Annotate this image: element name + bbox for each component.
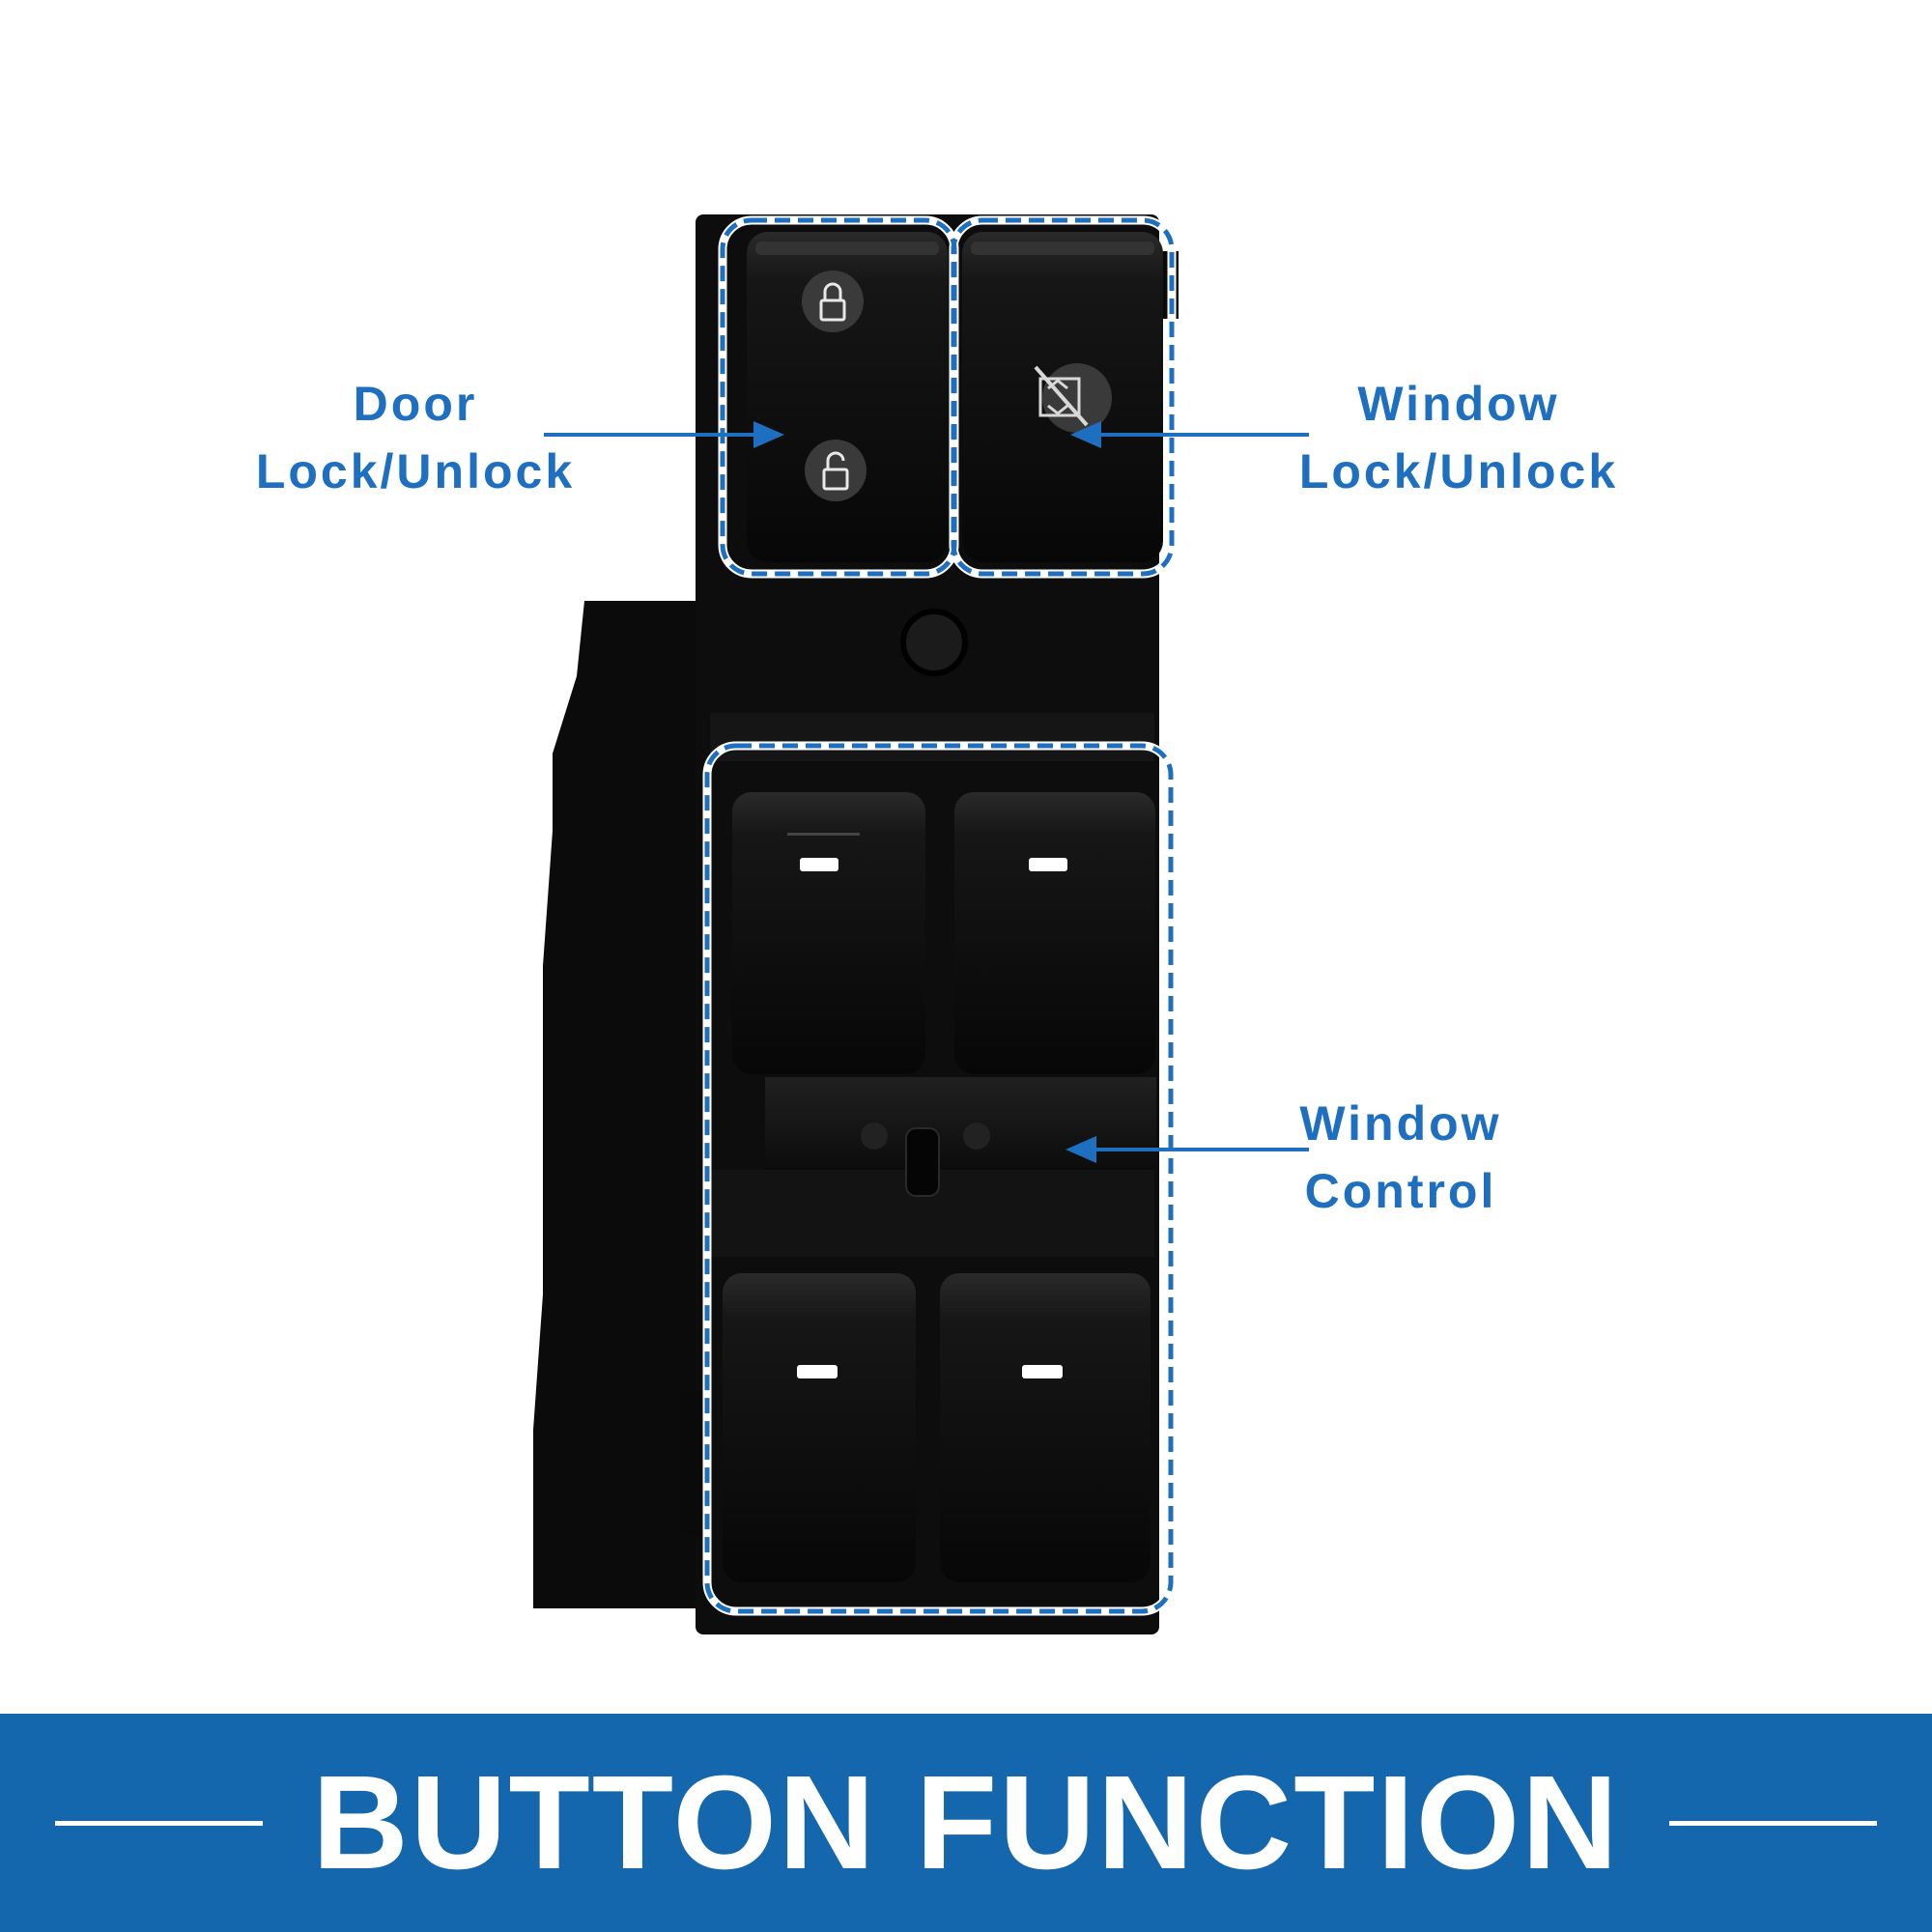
arrow-door-lock	[544, 421, 784, 448]
indicator-light	[797, 1365, 838, 1378]
window-switch-rear-right[interactable]	[940, 1273, 1151, 1582]
door-lock-button[interactable]	[747, 232, 948, 562]
round-indicator	[900, 609, 968, 676]
padlock-open-icon	[805, 440, 867, 501]
banner-title: BUTTON FUNCTION	[312, 1748, 1620, 1897]
switch-side-housing	[533, 601, 710, 1608]
label-line: Control	[1304, 1164, 1497, 1218]
label-door-lock: Door Lock/Unlock	[213, 370, 618, 505]
label-window-lock: Window Lock/Unlock	[1256, 370, 1662, 505]
label-window-control: Window Control	[1198, 1090, 1604, 1225]
highlight-window-lock	[951, 217, 1175, 577]
window-switch-illustration	[533, 214, 1309, 1634]
arrow-window-control	[1065, 1136, 1309, 1163]
indicator-light	[800, 858, 838, 871]
highlight-window-control	[704, 743, 1174, 1614]
label-line: Lock/Unlock	[255, 444, 576, 498]
indicator-light	[1022, 1365, 1063, 1378]
title-banner: BUTTON FUNCTION	[0, 1714, 1932, 1932]
indicator-light	[1029, 858, 1067, 871]
label-line: Window	[1357, 377, 1560, 431]
label-line: Window	[1299, 1096, 1502, 1151]
padlock-closed-icon	[802, 270, 864, 332]
arrow-window-lock	[1070, 421, 1309, 448]
window-switch-rear-left[interactable]	[723, 1273, 916, 1582]
window-switch-front-right[interactable]	[954, 792, 1155, 1074]
label-line: Lock/Unlock	[1298, 444, 1619, 498]
window-lockout-icon	[1034, 363, 1112, 433]
window-lock-button[interactable]	[962, 232, 1163, 562]
highlight-door-lock	[720, 217, 957, 577]
window-switch-front-left[interactable]	[732, 792, 925, 1074]
switch-mid-section	[765, 1077, 1156, 1170]
banner-rule-left	[55, 1821, 263, 1826]
banner-rule-right	[1669, 1821, 1877, 1826]
label-line: Door	[353, 377, 478, 431]
